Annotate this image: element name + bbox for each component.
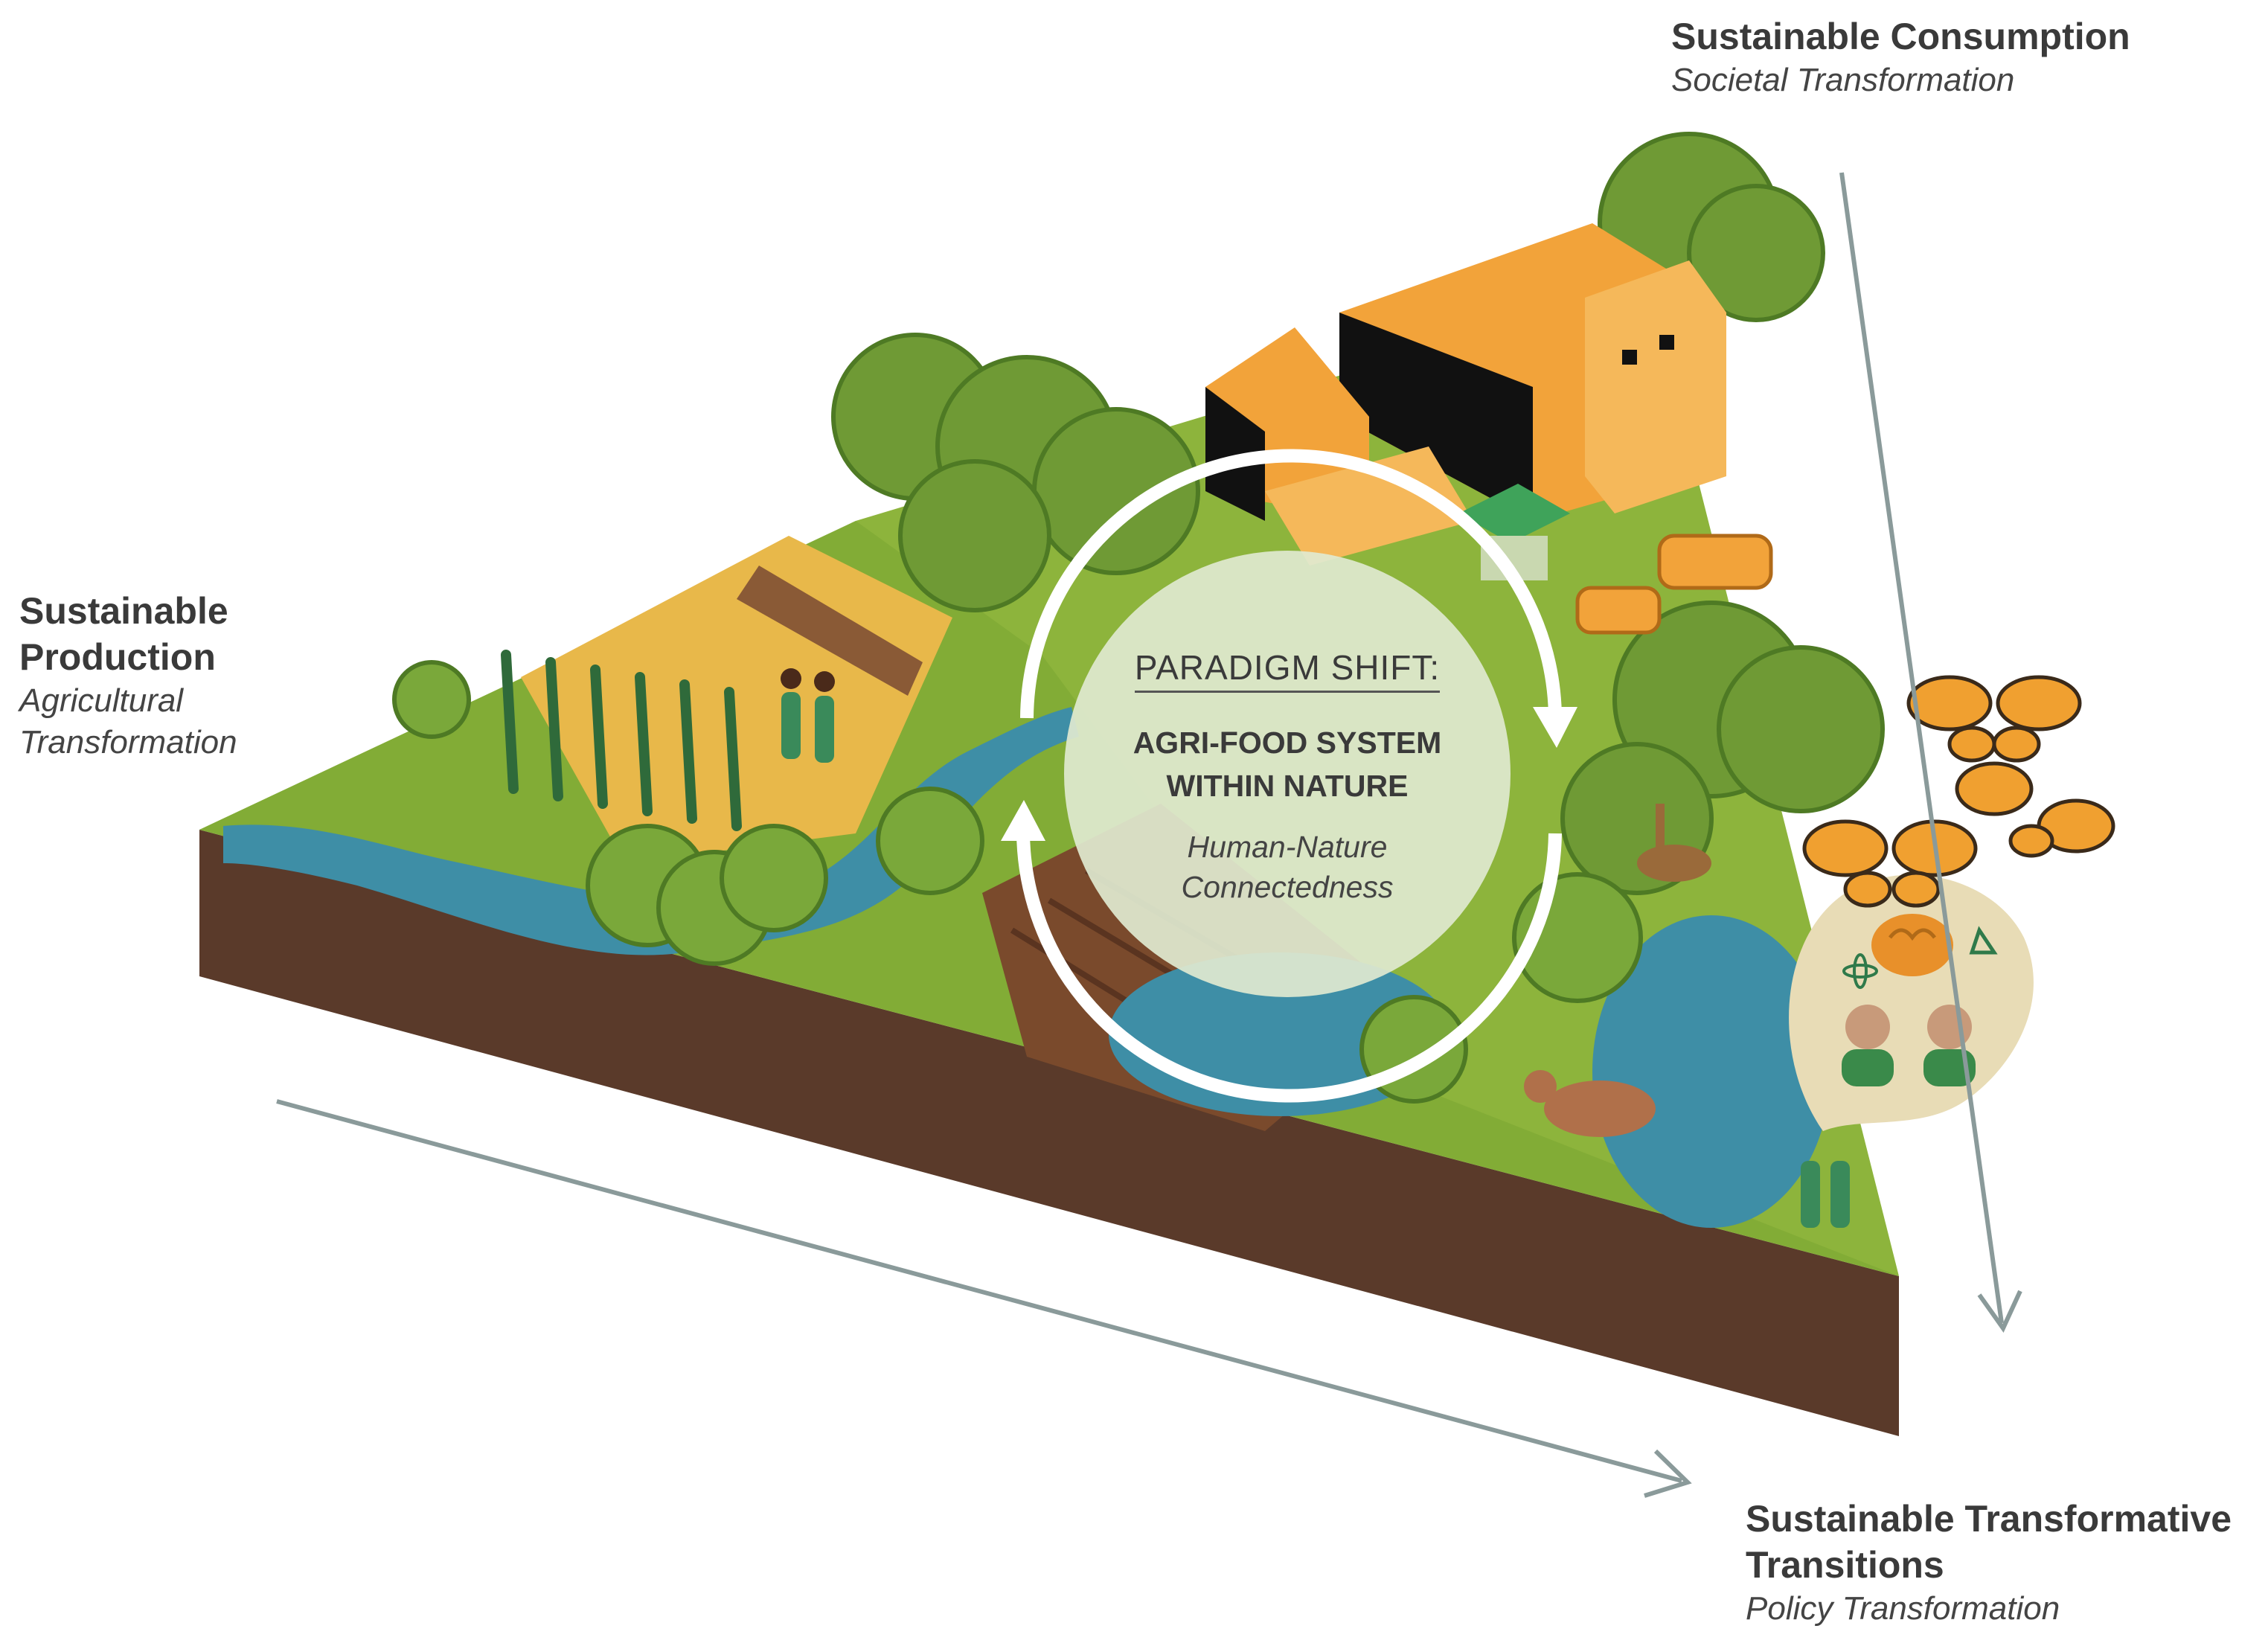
cow-icon	[1524, 1070, 1656, 1137]
pond-right	[1592, 915, 1830, 1228]
paradigm-circle	[1064, 551, 1511, 997]
thought-bubble	[1789, 874, 2034, 1131]
transitions-subtitle: Policy Transformation	[1746, 1590, 2060, 1627]
car-icon	[1575, 534, 1773, 635]
consumption-subtitle: Societal Transformation	[1671, 62, 2015, 98]
tree-group-front	[392, 660, 1643, 1104]
paradigm-shift-text: PARADIGM SHIFT: AGRI-FOOD SYSTEM WITHIN …	[1094, 647, 1481, 907]
arrowhead-left	[1001, 800, 1045, 841]
paradigm-heading: PARADIGM SHIFT:	[1134, 647, 1441, 693]
label-sustainable-transitions: Sustainable Transformative Transitions P…	[1746, 1496, 2259, 1630]
transitions-title: Sustainable Transformative Transitions	[1746, 1498, 2232, 1586]
production-subtitle: Agricultural Transformation	[19, 682, 237, 761]
consumption-title: Sustainable Consumption	[1671, 16, 2130, 57]
atom-icon	[1842, 953, 1878, 989]
river	[223, 707, 1079, 955]
arrowhead-right	[1533, 707, 1577, 748]
label-sustainable-consumption: Sustainable Consumption Societal Transfo…	[1671, 13, 2192, 101]
farm-buildings	[1205, 223, 1726, 566]
arrow-consumption	[1839, 172, 2022, 1333]
arrow-transitions	[276, 1099, 1692, 1498]
label-sustainable-production: Sustainable Production Agricultural Tran…	[19, 588, 332, 763]
human-nature-label: Human-Nature Connectedness	[1181, 830, 1394, 904]
bubble-people	[1842, 1005, 1976, 1086]
cycle-arrow-top	[1020, 449, 1563, 723]
deer-icon	[1637, 804, 1711, 882]
brain-icon	[1871, 914, 1953, 976]
production-title: Sustainable Production	[19, 590, 228, 678]
butterfly-icon	[1955, 761, 2115, 858]
butterfly-icon	[1906, 675, 2082, 763]
soil-path	[737, 566, 923, 696]
corn-rows	[501, 650, 742, 831]
person-icon	[781, 668, 1850, 1228]
soil-layer	[199, 830, 1899, 1436]
plant-icon	[1969, 926, 1998, 955]
cycle-arrow-bottom	[1016, 825, 1562, 1103]
agri-food-system-label: AGRI-FOOD SYSTEM WITHIN NATURE	[1133, 726, 1442, 803]
